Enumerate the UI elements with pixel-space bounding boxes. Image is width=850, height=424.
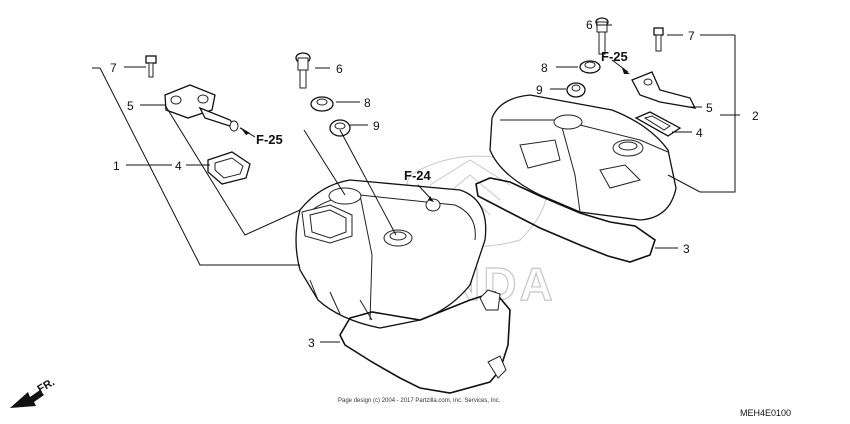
ref-center-f24-label: F-24	[404, 168, 432, 183]
left-grommet-8	[310, 96, 334, 112]
ref-left-f25[interactable]: F-25	[240, 127, 283, 147]
callout-left-4: 4	[175, 159, 182, 173]
left-gasket-tab	[479, 289, 501, 311]
callout-right-8: 8	[541, 61, 548, 75]
right-bolt-7	[653, 27, 664, 52]
right-seal-4	[634, 111, 682, 137]
callout-right-6: 6	[586, 18, 593, 32]
front-direction-label: FR.	[36, 376, 57, 395]
callout-left-9: 9	[373, 119, 380, 133]
right-breather-5	[631, 71, 697, 109]
left-bolt-7	[145, 55, 157, 78]
left-gasket	[339, 291, 511, 394]
leader-lines	[92, 24, 740, 343]
right-gasket	[475, 177, 656, 263]
left-seal-4	[207, 151, 251, 185]
callout-left-1: 1	[113, 159, 120, 173]
left-gasket-tab-2	[487, 355, 507, 379]
front-arrow-icon	[10, 390, 44, 408]
right-washer-9	[566, 82, 586, 98]
ref-right-f25[interactable]: F-25	[601, 49, 630, 74]
diagram-code: MEH4E0100	[740, 408, 791, 418]
right-bolt-6	[595, 17, 609, 55]
right-cylinder-head-cover	[489, 94, 677, 221]
callout-left-6: 6	[336, 62, 343, 76]
left-breather-5	[164, 84, 239, 132]
callout-right-7: 7	[688, 29, 695, 43]
callout-right-2: 2	[752, 109, 759, 123]
callout-right-4: 4	[696, 126, 703, 140]
callout-left-7: 7	[110, 61, 117, 75]
callout-left-5: 5	[127, 99, 134, 113]
callout-left-8: 8	[364, 96, 371, 110]
ref-right-f25-label: F-25	[601, 49, 628, 64]
callout-right-5: 5	[706, 101, 713, 115]
left-washer-9	[329, 119, 351, 137]
copyright-text: Page design (c) 2004 - 2017 Partzilla.co…	[338, 398, 501, 404]
left-bolt-6	[295, 52, 311, 89]
left-cylinder-head-cover	[295, 179, 487, 329]
ref-left-f25-label: F-25	[256, 132, 283, 147]
ref-center-f24[interactable]: F-24	[404, 168, 434, 202]
callout-left-3: 3	[308, 336, 315, 350]
callout-right-3: 3	[683, 242, 690, 256]
right-grommet-8	[579, 60, 601, 74]
front-direction-indicator: FR.	[10, 376, 57, 408]
callout-right-9: 9	[536, 83, 543, 97]
